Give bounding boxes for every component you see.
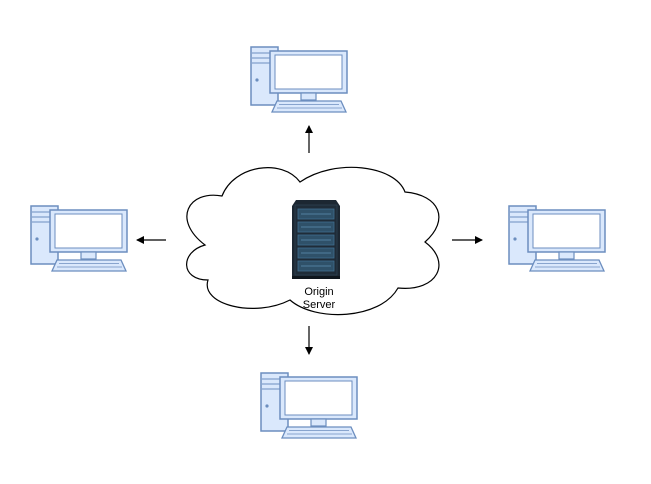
server-label-line2: Server (303, 299, 336, 311)
right-client-computer-icon (508, 205, 606, 272)
top-client-computer-icon (250, 46, 348, 113)
server-rack-icon (292, 200, 340, 279)
bottom-client-computer-icon (260, 372, 358, 439)
server-label-line1: Origin (304, 286, 333, 298)
left-client-computer-icon (30, 205, 128, 272)
